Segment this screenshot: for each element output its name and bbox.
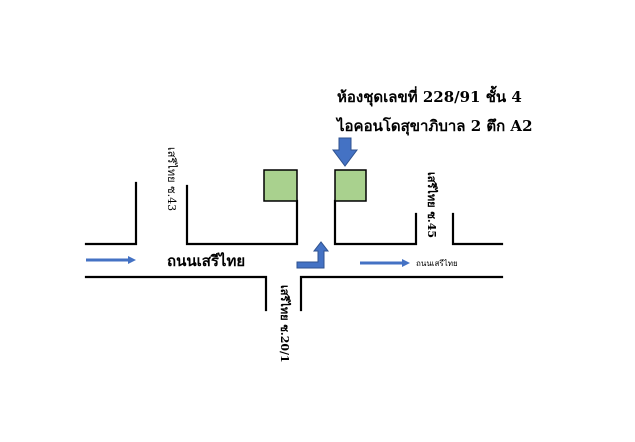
soi-43-label: เสรีไทย ซ.43: [165, 147, 178, 211]
destination-line1: ห้องชุดเลขที่ 228/91 ชั้น 4: [337, 85, 522, 107]
road-lines: [84, 181, 504, 312]
main-road-label: ถนนเสรีไทย: [167, 251, 245, 270]
main-road-top-right: [333, 199, 418, 246]
soi-20-1-label: เสรีไทย ซ.20/1: [278, 285, 292, 363]
main-road-bottom-right: [299, 275, 504, 312]
soi-45-label: เสรีไทย ซ.45: [425, 172, 439, 238]
turn-arrow-icon: [296, 241, 330, 269]
main-road-label-small: ถนนเสรีไทย: [416, 259, 458, 268]
down-arrow-icon: [332, 137, 358, 167]
building-destination: [334, 169, 367, 202]
direction-arrow-left: [86, 256, 136, 264]
main-road-top-left: [84, 181, 138, 246]
main-road-bottom-left: [84, 275, 268, 312]
direction-arrow-right: [360, 259, 410, 267]
building-left: [263, 169, 298, 202]
main-road-top-far: [451, 212, 504, 246]
destination-line2: ไอคอนโดสุขาภิบาล 2 ตึก A2: [335, 116, 533, 136]
main-road-top-mid: [185, 184, 299, 246]
